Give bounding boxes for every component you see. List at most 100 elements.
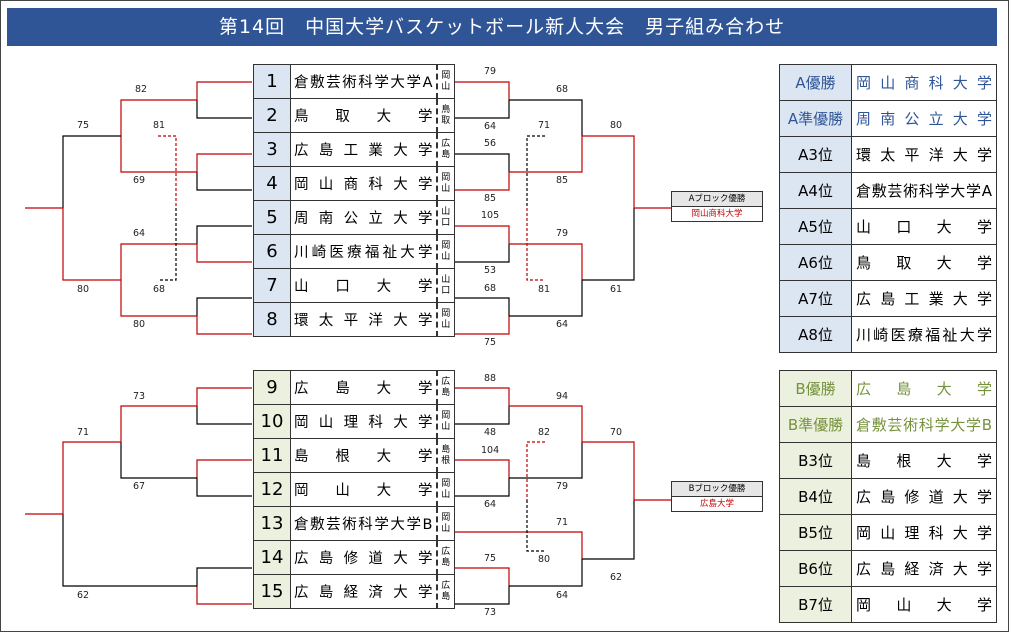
team-number: 3: [253, 132, 291, 167]
team-number: 8: [253, 302, 291, 337]
rank-label: A7位: [779, 280, 852, 317]
bracket-line: [455, 478, 510, 497]
rank-label: B4位: [779, 478, 852, 515]
team-name: 環太平洋大学: [290, 302, 437, 337]
block-b-winner-box: Bブロック優勝 広島大学: [671, 481, 763, 512]
score-label: 68: [484, 283, 497, 294]
bracket-line: [455, 297, 510, 316]
rank-label: A4位: [779, 172, 852, 209]
ranking-row: A7位広島工業大学: [779, 280, 997, 317]
score-label: 79: [484, 66, 497, 77]
team-number: 15: [253, 574, 291, 609]
team-number: 9: [253, 370, 291, 405]
team-name: 岡山理科大学: [290, 404, 437, 439]
bracket-line: [455, 567, 510, 586]
bracket-line: [509, 559, 583, 587]
team-name: 岡山商科大学: [290, 166, 437, 201]
score-label: 71: [556, 517, 569, 528]
team-prefecture: 山口: [435, 268, 455, 303]
rank-team-name: 広島工業大学: [851, 280, 997, 317]
team-name: 倉敷芸術科学大学A: [290, 64, 437, 99]
team-name: 広島大学: [290, 370, 437, 405]
bracket-line: [196, 100, 252, 119]
rank-label: A準優勝: [779, 100, 852, 137]
score-label: 82: [538, 427, 551, 438]
team-name: 川崎医療福祉大学: [290, 234, 437, 269]
bracket-line: [196, 225, 252, 244]
score-label: 75: [484, 337, 497, 348]
score-label: 82: [135, 84, 148, 95]
bracket-line: [62, 208, 121, 281]
score-label: 71: [77, 427, 90, 438]
score-label: 75: [77, 120, 90, 131]
team-number: 5: [253, 200, 291, 235]
bracket-line: [196, 478, 252, 497]
rank-team-name: 島根大学: [851, 442, 997, 479]
team-number: 12: [253, 472, 291, 507]
rank-team-name: 環太平洋大学: [851, 136, 997, 173]
bracket-line: [120, 280, 197, 317]
score-label: 70: [610, 427, 623, 438]
score-label: 67: [133, 481, 146, 492]
bracket-line: [455, 172, 510, 191]
team-prefecture: 広島: [435, 132, 455, 167]
score-label: 62: [610, 572, 623, 583]
score-label: 62: [77, 590, 90, 601]
ranking-row: A優勝岡山商科大学: [779, 64, 997, 101]
rank-label: A5位: [779, 208, 852, 245]
team-number: 6: [253, 234, 291, 269]
team-prefecture: 広島: [435, 574, 455, 609]
ranking-row: B4位広島修道大学: [779, 478, 997, 515]
team-name: 広島工業大学: [290, 132, 437, 167]
team-prefecture: 山口: [435, 200, 455, 235]
team-prefecture: 鳥取: [435, 98, 455, 133]
ranking-row: A4位倉敷芸術科学大学A: [779, 172, 997, 209]
score-label: 48: [484, 427, 497, 438]
bracket-line: [196, 406, 252, 425]
bracket-line: [509, 280, 583, 317]
ranking-row: A6位鳥取大学: [779, 244, 997, 281]
score-label: 64: [484, 121, 497, 132]
bracket-line: [158, 208, 177, 281]
bracket-line: [62, 514, 197, 587]
score-label: 64: [133, 228, 146, 239]
score-label: 94: [556, 391, 569, 402]
bracket-line: [196, 297, 252, 316]
score-label: 73: [484, 607, 497, 618]
team-name: 島根大学: [290, 438, 437, 473]
team-prefecture: 広島: [435, 540, 455, 575]
bracket-line: [526, 500, 545, 552]
bracket-line: [196, 244, 252, 263]
ranking-row: B準優勝倉敷芸術科学大学B: [779, 406, 997, 443]
team-name: 岡山大学: [290, 472, 437, 507]
bracket-line: [196, 387, 252, 406]
rank-team-name: 鳥取大学: [851, 244, 997, 281]
score-label: 81: [538, 284, 551, 295]
score-label: 105: [481, 210, 500, 221]
score-label: 104: [481, 445, 500, 456]
bracket-line: [455, 153, 510, 172]
bracket-line: [455, 586, 510, 605]
score-label: 80: [610, 120, 623, 131]
bracket-line: [196, 567, 252, 586]
rank-label: A優勝: [779, 64, 852, 101]
bracket-line: [62, 441, 121, 514]
team-number: 4: [253, 166, 291, 201]
bracket-line: [582, 500, 635, 560]
bracket-line: [526, 441, 545, 500]
team-name: 広島経済大学: [290, 574, 437, 609]
bracket-line: [196, 172, 252, 191]
score-label: 61: [610, 284, 623, 295]
